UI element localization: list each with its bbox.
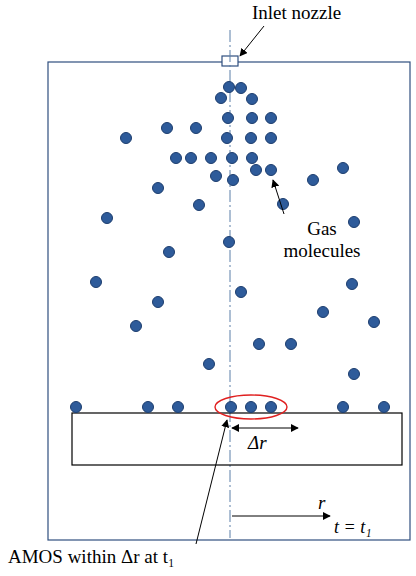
gas-molecule <box>338 402 349 413</box>
gas-molecule <box>228 175 239 186</box>
gas-molecule <box>247 113 258 124</box>
gas-molecule <box>71 402 82 413</box>
gas-molecule <box>186 153 197 164</box>
amos-highlight <box>215 395 287 419</box>
gas-molecule <box>369 317 380 328</box>
gas-molecule <box>236 287 247 298</box>
symmetry-axis <box>230 30 231 538</box>
gas-molecule <box>247 153 258 164</box>
gas-molecule <box>227 153 238 164</box>
leader-line <box>240 26 264 56</box>
delta-r-arrow <box>232 428 298 429</box>
gas-molecule <box>247 94 258 105</box>
gas-molecule <box>379 402 390 413</box>
gas-molecule <box>216 93 227 104</box>
gas-molecule <box>226 402 237 413</box>
gas-molecule <box>246 402 257 413</box>
substrate <box>72 413 402 465</box>
gas-molecules <box>71 82 390 413</box>
gas-molecule <box>246 133 257 144</box>
gas-molecule <box>349 369 360 380</box>
gas-molecule <box>254 339 265 350</box>
gas-molecule <box>318 307 329 318</box>
gas-molecule <box>131 321 142 332</box>
gas-molecule <box>224 237 235 248</box>
gas-molecule <box>102 213 113 224</box>
axis-label: r <box>318 492 325 514</box>
gas-molecule <box>153 183 164 194</box>
gas-molecule <box>266 113 277 124</box>
gas-molecule <box>162 123 173 134</box>
gas-molecule <box>191 123 202 134</box>
chamber-wall <box>48 62 410 540</box>
leader-line <box>196 420 227 544</box>
gas-molecule <box>286 339 297 350</box>
gas-molecule <box>347 279 358 290</box>
gas-molecule <box>143 402 154 413</box>
gas-molecule <box>222 133 233 144</box>
gas-molecule <box>171 153 182 164</box>
gas-molecule <box>251 165 262 176</box>
gas-molecule <box>206 153 217 164</box>
gas-molecule <box>266 402 277 413</box>
gas-molecule <box>266 165 277 176</box>
molecule-label: Gas molecules <box>272 218 372 262</box>
gas-molecule <box>338 163 349 174</box>
gas-molecule <box>266 133 277 144</box>
gas-molecule <box>173 402 184 413</box>
gas-molecule <box>211 171 222 182</box>
dimension-label: Δr <box>248 432 267 454</box>
gas-molecule <box>308 175 319 186</box>
gas-molecule <box>224 82 235 93</box>
nozzle-label: Inlet nozzle <box>252 2 341 24</box>
gas-molecule <box>153 297 164 308</box>
gas-molecule <box>349 217 360 228</box>
gas-molecule <box>121 133 132 144</box>
leader-line <box>273 180 284 214</box>
callout-label: AMOS within Δr at t₁ <box>8 546 175 568</box>
gas-molecule <box>194 200 205 211</box>
gas-molecule <box>164 247 175 258</box>
gas-molecule <box>236 83 247 94</box>
r-axis-arrow <box>232 516 330 517</box>
gas-molecule <box>91 277 102 288</box>
gas-molecule <box>204 359 215 370</box>
time-label: t = t₁ <box>334 517 371 538</box>
gas-molecule <box>223 113 234 124</box>
